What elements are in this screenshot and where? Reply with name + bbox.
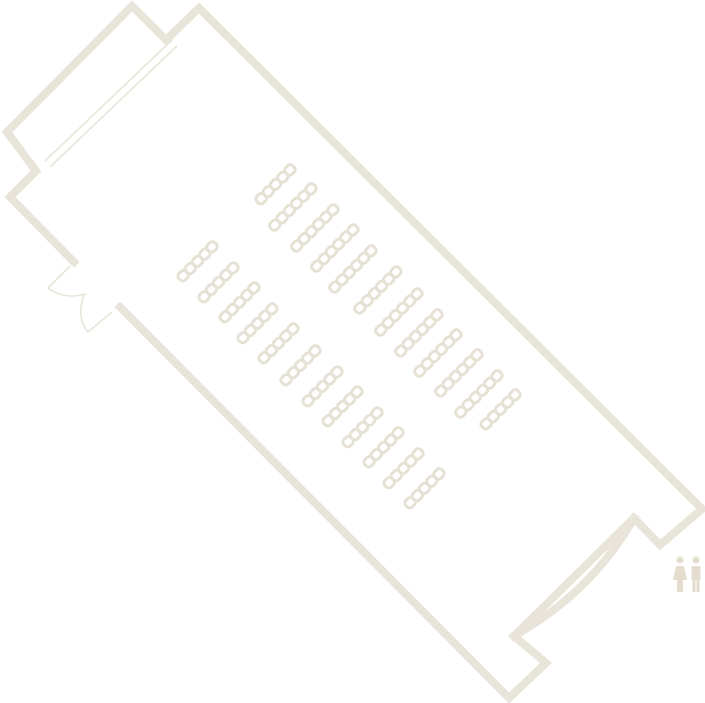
chair — [328, 280, 342, 294]
entrance-door-swing-left — [46, 265, 87, 297]
chair — [362, 454, 376, 469]
seat-row — [434, 348, 484, 398]
seat-row — [374, 287, 424, 337]
chair — [413, 364, 427, 378]
chair — [394, 344, 408, 358]
seat-row — [321, 385, 364, 428]
seat-row — [394, 308, 444, 358]
chair — [353, 301, 367, 315]
seat-row — [254, 163, 297, 206]
seat-row — [290, 203, 340, 253]
seat-row — [176, 240, 219, 283]
seat-row — [236, 302, 279, 345]
seat-row — [197, 261, 240, 304]
chair — [197, 289, 211, 304]
chair — [268, 218, 282, 232]
seat-row — [413, 328, 463, 378]
chair — [176, 268, 190, 283]
chair — [254, 191, 268, 206]
seat-row — [257, 322, 300, 365]
chair — [403, 495, 417, 510]
chair — [321, 413, 335, 428]
seat-row — [328, 244, 378, 294]
seat-row — [310, 223, 360, 273]
chair — [257, 350, 271, 365]
partition-wall-outer — [49, 45, 178, 168]
chair — [236, 330, 250, 345]
chair — [290, 239, 304, 253]
chair — [479, 416, 493, 431]
seat-row — [454, 369, 504, 419]
seat-row — [279, 344, 322, 387]
seat-row — [301, 365, 344, 408]
stage-curve — [508, 512, 640, 642]
restroom-icon — [673, 556, 701, 592]
seat-row — [479, 388, 522, 431]
seat-row — [382, 447, 425, 490]
seat-row — [403, 467, 446, 510]
seat-row — [353, 265, 403, 315]
seating-area — [176, 163, 522, 510]
chair — [454, 405, 468, 419]
chair — [218, 309, 232, 324]
chair — [341, 434, 355, 449]
seat-row — [362, 426, 405, 469]
chair — [279, 372, 293, 387]
chair — [374, 323, 388, 337]
seat-row — [218, 281, 261, 324]
entrance-door-swing-right — [80, 293, 113, 334]
seat-row — [341, 406, 384, 449]
chair — [301, 393, 315, 408]
chair — [310, 259, 324, 273]
chair — [382, 475, 396, 490]
partition-wall-inner — [44, 39, 173, 162]
chair — [434, 384, 448, 398]
seat-row — [268, 182, 318, 232]
